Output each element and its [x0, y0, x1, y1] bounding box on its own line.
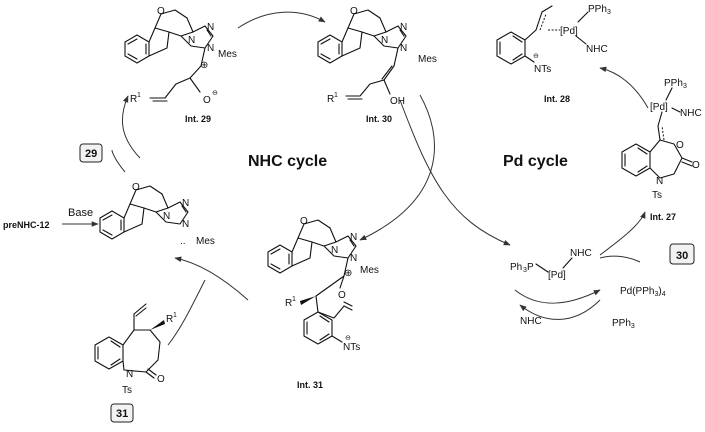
svg-text:O: O	[157, 374, 165, 385]
svg-text:[Pd]: [Pd]	[548, 270, 566, 281]
svg-text:O: O	[676, 140, 684, 151]
svg-text:O: O	[157, 6, 165, 17]
svg-text:Mes: Mes	[360, 265, 379, 276]
svg-text:..: ..	[180, 236, 186, 247]
structure-free-nhc: O N N N .. Mes	[99, 182, 215, 247]
svg-text:N: N	[350, 253, 357, 264]
arrow-ligand-exchange-top	[514, 289, 601, 304]
label-base: Base	[68, 207, 93, 219]
reagent-nhc: NHC	[520, 316, 542, 327]
svg-text:N: N	[126, 369, 133, 380]
svg-text:O: O	[300, 216, 308, 227]
label-int-29: Int. 29	[185, 114, 211, 124]
svg-text:PPh: PPh	[588, 4, 607, 15]
arrow-pd-to-27	[599, 211, 646, 256]
svg-text:P: P	[527, 262, 534, 273]
byproduct-pph3: PPh3	[612, 318, 635, 330]
arrow-branch-31	[167, 279, 206, 346]
svg-text:1: 1	[137, 92, 141, 99]
structure-product-31: R 1 O N Ts 31	[94, 303, 177, 423]
svg-text:⊕: ⊕	[344, 268, 352, 279]
svg-text:1: 1	[173, 312, 177, 319]
svg-text:O: O	[132, 182, 140, 193]
svg-text:N: N	[656, 176, 663, 187]
svg-text:N: N	[381, 35, 388, 46]
svg-text:O: O	[692, 160, 700, 171]
arrow-29-to-30	[237, 11, 326, 29]
svg-text:N: N	[350, 232, 357, 243]
arrow-branch-29	[111, 149, 126, 173]
svg-text:29: 29	[85, 148, 97, 160]
svg-text:[Pd]: [Pd]	[650, 102, 668, 113]
structure-int-27: O O N Ts [Pd] PPh 3 NHC Int. 27	[621, 78, 702, 222]
box-compound-30: 30	[669, 243, 695, 265]
label-int-27: Int. 27	[650, 212, 676, 222]
svg-text:NHC: NHC	[586, 44, 608, 55]
svg-text:Ts: Ts	[122, 385, 132, 396]
structure-int-29: O N N N ⊕ Mes O ⊖ R 1 Int. 29	[124, 6, 237, 124]
box-compound-29: 29	[79, 143, 103, 163]
box-compound-31: 31	[116, 408, 128, 420]
label-int-30: Int. 30	[366, 114, 392, 124]
svg-text:N: N	[182, 198, 189, 209]
svg-text:R: R	[285, 298, 292, 309]
svg-text:1: 1	[334, 92, 338, 99]
svg-text:O: O	[203, 95, 211, 106]
svg-text:⊕: ⊕	[200, 60, 208, 71]
svg-text:O: O	[338, 290, 346, 301]
svg-text:R: R	[166, 314, 173, 325]
pd-cycle-title: Pd cycle	[503, 153, 568, 170]
arrow-30-to-31	[359, 94, 435, 241]
svg-text:N: N	[163, 211, 170, 222]
arrow-nhc-to-29	[121, 95, 141, 159]
svg-text:N: N	[188, 35, 195, 46]
arrow-31-to-nhc	[174, 256, 249, 301]
structure-pd-nhc-complex: Ph 3 P [Pd] NHC	[510, 248, 592, 281]
nhc-cycle-title: NHC cycle	[248, 153, 327, 170]
structure-int-31: O N N N ⊕ Mes O R 1 NTs ⊖ Int. 31	[267, 216, 379, 390]
svg-text:Ts: Ts	[652, 190, 662, 201]
svg-text:N: N	[331, 245, 338, 256]
arrow-27-to-28	[599, 66, 649, 109]
structure-int-28: [Pd] PPh 3 NHC ⊖ NTs Int. 28	[496, 4, 611, 104]
arrow-branch-30	[599, 255, 641, 263]
svg-text:N: N	[400, 43, 407, 54]
label-int-28: Int. 28	[544, 94, 570, 104]
svg-text:Ph: Ph	[510, 262, 522, 273]
svg-text:R: R	[130, 94, 137, 105]
reagent-pd-pph3-4: Pd(PPh3)4	[620, 286, 666, 298]
svg-text:⊖: ⊖	[212, 90, 218, 97]
svg-text:PPh: PPh	[664, 78, 683, 89]
svg-text:NTs: NTs	[343, 342, 360, 353]
svg-text:Mes: Mes	[418, 54, 437, 65]
label-int-31: Int. 31	[297, 380, 323, 390]
arrow-pd-cycle-left	[399, 99, 511, 246]
svg-text:OH: OH	[390, 96, 405, 107]
svg-text:⊖: ⊖	[345, 335, 351, 342]
svg-text:3: 3	[683, 83, 687, 90]
svg-text:1: 1	[292, 296, 296, 303]
svg-text:N: N	[400, 22, 407, 33]
structure-int-30: O N N N Mes OH R 1 Int. 30	[317, 6, 437, 124]
svg-text:NTs: NTs	[534, 64, 551, 75]
svg-text:O: O	[350, 6, 358, 17]
label-prenhc-12: preNHC-12	[3, 220, 50, 230]
svg-text:NHC: NHC	[570, 248, 592, 259]
svg-text:3: 3	[523, 267, 527, 274]
svg-text:[Pd]: [Pd]	[560, 26, 578, 37]
svg-text:Mes: Mes	[218, 49, 237, 60]
arrow-ligand-exchange-bottom	[519, 299, 601, 320]
svg-text:3: 3	[607, 9, 611, 16]
svg-text:NHC: NHC	[680, 108, 702, 119]
svg-text:R: R	[327, 94, 334, 105]
svg-text:30: 30	[676, 250, 688, 262]
svg-text:⊖: ⊖	[533, 53, 539, 60]
svg-text:N: N	[207, 43, 214, 54]
svg-text:Mes: Mes	[196, 236, 215, 247]
svg-text:N: N	[207, 22, 214, 33]
svg-text:N: N	[182, 219, 189, 230]
